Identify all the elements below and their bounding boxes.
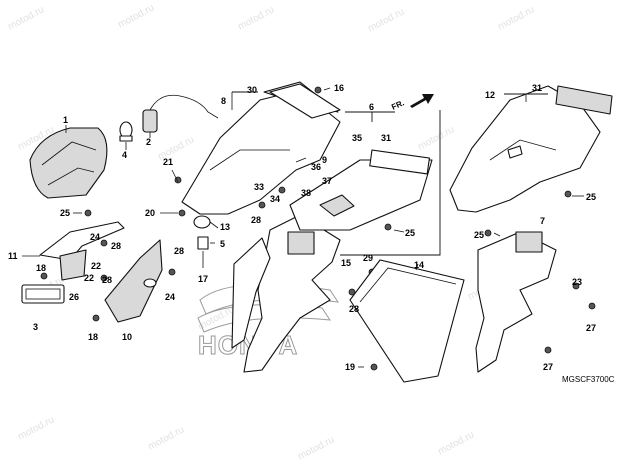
callout-20: 20	[145, 208, 155, 218]
callout-27: 27	[586, 323, 596, 333]
watermark-text: motod.ru	[146, 424, 186, 452]
watermark-text: motod.ru	[366, 6, 406, 34]
stay-bracket	[104, 239, 163, 323]
callout-4: 4	[122, 150, 127, 160]
callout-23: 23	[572, 277, 582, 287]
callout-22: 22	[91, 261, 101, 271]
collar	[197, 236, 209, 250]
callout-24: 24	[165, 292, 175, 302]
watermark-text: motod.ru	[116, 2, 156, 30]
rear-fender-right	[475, 231, 557, 373]
watermark-text: motod.ru	[436, 429, 476, 457]
diagram-code: MGSCF3700C	[562, 375, 615, 384]
callout-38: 38	[301, 188, 311, 198]
callout-19: 19	[345, 362, 355, 372]
watermark-text: motod.ru	[296, 434, 336, 462]
callout-25: 25	[474, 230, 484, 240]
callout-28: 28	[111, 241, 121, 251]
callout-11: 11	[8, 251, 18, 261]
license-light-bracket	[39, 221, 125, 281]
callout-8: 8	[221, 96, 226, 106]
callout-12: 12	[485, 90, 495, 100]
callout-29: 29	[363, 253, 373, 263]
callout-2: 2	[146, 137, 151, 147]
callout-6: 6	[369, 102, 374, 112]
front-direction-indicator: FR.	[390, 94, 434, 112]
watermark-text: motod.ru	[496, 4, 536, 32]
callout-10: 10	[122, 332, 132, 342]
callout-1: 1	[63, 115, 68, 125]
callout-3: 3	[33, 322, 38, 332]
callout-37: 37	[322, 176, 332, 186]
callout-34: 34	[270, 194, 280, 204]
reflector	[21, 284, 65, 304]
rubber-pad-right	[555, 85, 613, 115]
callout-28: 28	[102, 275, 112, 285]
rear-fender-center	[231, 214, 341, 373]
callout-13: 13	[220, 222, 230, 232]
grommet	[193, 215, 211, 229]
seal-strip	[369, 149, 430, 175]
callout-5: 5	[220, 239, 225, 249]
bulb-and-socket	[119, 94, 219, 142]
callout-31: 31	[381, 133, 391, 143]
fr-label: FR.	[390, 98, 405, 111]
callout-9: 9	[322, 155, 327, 165]
callout-18: 18	[36, 263, 46, 273]
leader-lines	[22, 87, 584, 368]
callout-28: 28	[349, 304, 359, 314]
tail-light	[29, 127, 108, 199]
callout-22: 22	[84, 273, 94, 283]
watermark-text: motod.ru	[236, 4, 276, 32]
watermark-text: motod.ru	[6, 4, 46, 32]
callout-26: 26	[69, 292, 79, 302]
callout-35: 35	[352, 133, 362, 143]
callout-16: 16	[334, 83, 344, 93]
callout-33: 33	[254, 182, 264, 192]
callout-7: 7	[540, 216, 545, 226]
callout-17: 17	[198, 274, 208, 284]
watermark-text: motod.ru	[16, 414, 56, 442]
callout-25: 25	[405, 228, 415, 238]
callout-28: 28	[251, 215, 261, 225]
callout-28: 28	[174, 246, 184, 256]
outer-fender-panel	[449, 85, 613, 213]
license-plate-base	[349, 259, 465, 383]
rubber-pad	[269, 83, 341, 119]
mudguard-panel	[289, 149, 433, 231]
watermark-text: motod.ru	[416, 124, 456, 152]
callout-27: 27	[543, 362, 553, 372]
callout-15: 15	[341, 258, 351, 268]
callout-24: 24	[90, 232, 100, 242]
callout-31: 31	[532, 83, 542, 93]
callout-25: 25	[60, 208, 70, 218]
callout-numbers: 1 2 3 4 5 6 7 8 9 10 11 12 13 14 15 16 1…	[8, 83, 596, 372]
callout-14: 14	[414, 260, 424, 270]
callout-21: 21	[163, 157, 173, 167]
callout-30: 30	[247, 85, 257, 95]
callout-18: 18	[88, 332, 98, 342]
callout-36: 36	[311, 162, 321, 172]
callout-25: 25	[586, 192, 596, 202]
